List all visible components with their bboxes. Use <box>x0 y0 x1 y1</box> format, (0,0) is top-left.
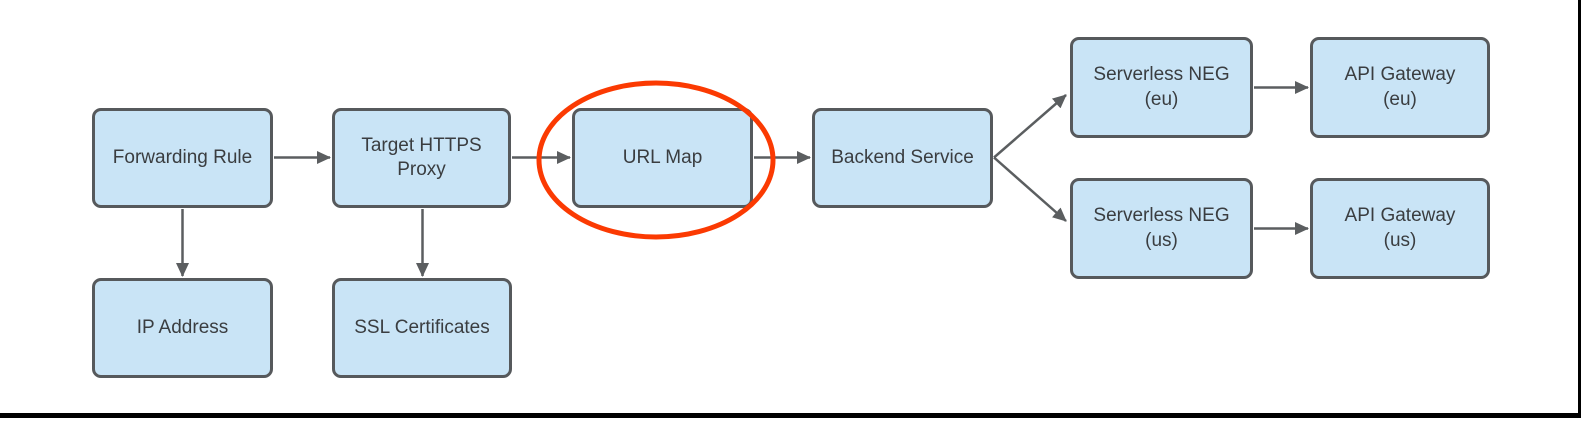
node-target-https-proxy-label: Target HTTPS Proxy <box>361 134 482 180</box>
node-url-map-label: URL Map <box>622 146 703 168</box>
node-api-gateway-eu-label: API Gateway (eu) <box>1344 64 1456 110</box>
arrow-backend-service-to-serverless-neg-eu <box>993 94 1067 159</box>
node-ssl-certificates-label: SSL Certificates <box>354 316 490 338</box>
node-forwarding-rule-label: Forwarding Rule <box>112 146 253 168</box>
node-forwarding-rule: Forwarding Rule <box>92 108 273 208</box>
node-api-gateway-eu: API Gateway (eu) <box>1310 37 1490 138</box>
node-backend-service-label: Backend Service <box>831 146 974 168</box>
arrow-backend-service-to-serverless-neg-us <box>993 156 1067 222</box>
node-target-https-proxy: Target HTTPS Proxy <box>332 108 511 208</box>
node-ssl-certificates: SSL Certificates <box>332 278 512 378</box>
node-backend-service: Backend Service <box>812 108 993 208</box>
node-api-gateway-us-label: API Gateway (us) <box>1344 205 1456 251</box>
node-api-gateway-us: API Gateway (us) <box>1310 178 1490 279</box>
node-url-map: URL Map <box>572 108 753 208</box>
node-serverless-neg-us: Serverless NEG (us) <box>1070 178 1253 279</box>
frame-edge-bottom <box>0 413 1581 418</box>
node-ip-address: IP Address <box>92 278 273 378</box>
node-serverless-neg-eu-label: Serverless NEG (eu) <box>1093 64 1230 110</box>
frame-edge-right <box>1578 0 1581 418</box>
node-serverless-neg-eu: Serverless NEG (eu) <box>1070 37 1253 138</box>
node-ip-address-label: IP Address <box>136 316 229 338</box>
node-serverless-neg-us-label: Serverless NEG (us) <box>1093 205 1230 251</box>
